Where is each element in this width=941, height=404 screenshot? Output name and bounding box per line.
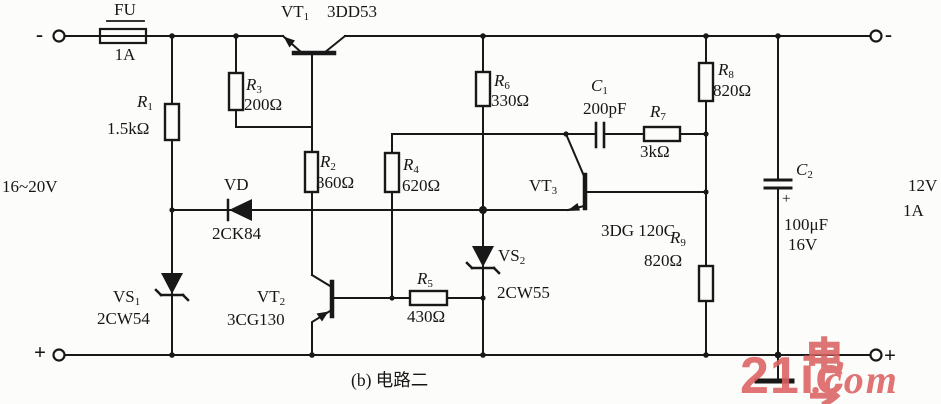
- r8-value: 820Ω: [713, 81, 752, 100]
- r5-label: R5: [417, 269, 433, 290]
- r6-resistor: [474, 70, 492, 108]
- fu-label: FU: [114, 0, 136, 19]
- c2-capacitor-symbol: [763, 178, 793, 190]
- input-bottom-terminal: [52, 348, 66, 362]
- vt3-collector: [564, 132, 586, 178]
- r9-value: 820Ω: [644, 251, 683, 270]
- vt1-label: VT1: [281, 2, 310, 23]
- r3-resistor: [227, 71, 245, 112]
- ground-stub: [754, 354, 795, 384]
- c2-polarity: +: [782, 191, 791, 207]
- vt1-model: 3DD53: [327, 2, 378, 21]
- vs2-model: 2CW55: [497, 283, 550, 302]
- r2-value: 360Ω: [316, 173, 355, 192]
- vd-diode-symbol: [226, 198, 252, 222]
- r5-value: 430Ω: [407, 307, 446, 326]
- r7-value: 3kΩ: [640, 142, 670, 161]
- r4-resistor: [383, 151, 401, 194]
- c2-label: C2: [796, 160, 813, 181]
- vt2-label: VT2: [257, 287, 286, 308]
- r8-resistor: [697, 61, 715, 103]
- vt1-transistor-symbol: [281, 34, 347, 56]
- r7-resistor: [642, 125, 682, 143]
- r3-value: 200Ω: [244, 95, 283, 114]
- resistor-boxes: [163, 61, 715, 307]
- r1-label: R1: [137, 92, 153, 113]
- r9-label: R9: [670, 228, 686, 249]
- vt3-model: 3DG 120C: [601, 221, 676, 240]
- r2-label: R2: [320, 152, 336, 173]
- vt2-model: 3CG130: [227, 310, 285, 329]
- output-top-polarity: -: [885, 22, 892, 46]
- r3-label: R3: [246, 75, 262, 96]
- r4-value: 620Ω: [402, 176, 441, 195]
- fu-value: 1A: [114, 45, 136, 64]
- vt3-label: VT3: [529, 176, 558, 197]
- input-top-terminal: [52, 29, 66, 43]
- vt2-collector: [310, 273, 332, 288]
- vs1-label: VS1: [113, 287, 141, 308]
- input-bottom-polarity: +: [34, 340, 46, 364]
- vt2-emitter-arrow: [316, 311, 329, 322]
- r1-resistor: [163, 102, 181, 142]
- r1-value: 1.5kΩ: [107, 119, 150, 138]
- vd-model: 2CK84: [212, 224, 262, 243]
- r8-label: R8: [718, 60, 734, 81]
- r5-resistor: [408, 289, 449, 307]
- vs1-triangle: [161, 273, 183, 294]
- r7-label: R7: [650, 102, 666, 123]
- junction-dots: [169, 33, 782, 359]
- terminals: [52, 29, 883, 362]
- r4-label: R4: [403, 155, 419, 176]
- r2-resistor: [303, 150, 320, 194]
- vd-triangle: [229, 199, 252, 221]
- output-bottom-polarity: +: [884, 343, 896, 367]
- figure-caption: (b) 电路二: [351, 370, 429, 390]
- input-voltage-label: 16~20V: [2, 177, 58, 196]
- c2-value: 100μF: [784, 215, 829, 234]
- c2-rating: 16V: [788, 235, 818, 254]
- vt3-emitter-arrow: [567, 203, 580, 211]
- watermark-cn-text: 电子网: [805, 335, 845, 404]
- vs1-model: 2CW54: [97, 309, 150, 328]
- c1-label: C1: [591, 76, 608, 97]
- output-voltage-label: 12V: [908, 176, 938, 195]
- r6-value: 330Ω: [491, 91, 530, 110]
- watermark-suffix: .com: [812, 357, 899, 402]
- vs2-zener-symbol: [465, 246, 501, 275]
- c1-capacitor-symbol: [594, 121, 606, 149]
- c1-value: 200pF: [583, 99, 627, 118]
- vs2-label: VS2: [498, 246, 526, 267]
- vs1-zener-symbol: [154, 273, 190, 302]
- vd-label: VD: [224, 175, 249, 194]
- output-current-label: 1A: [903, 201, 924, 220]
- watermark-brand: 21ic: [740, 347, 846, 404]
- input-top-polarity: -: [36, 22, 43, 46]
- r9-resistor: [697, 264, 715, 303]
- output-top-terminal: [869, 29, 883, 43]
- fuse-symbol: [98, 20, 148, 45]
- output-bottom-terminal: [869, 348, 883, 362]
- r6-label: R6: [494, 71, 510, 92]
- vt1-emitter-arrow: [283, 36, 295, 48]
- vt3-transistor-symbol: [564, 132, 588, 212]
- vs2-triangle: [472, 246, 494, 267]
- vt2-transistor-symbol: [310, 273, 335, 356]
- vt1-collector: [322, 34, 347, 55]
